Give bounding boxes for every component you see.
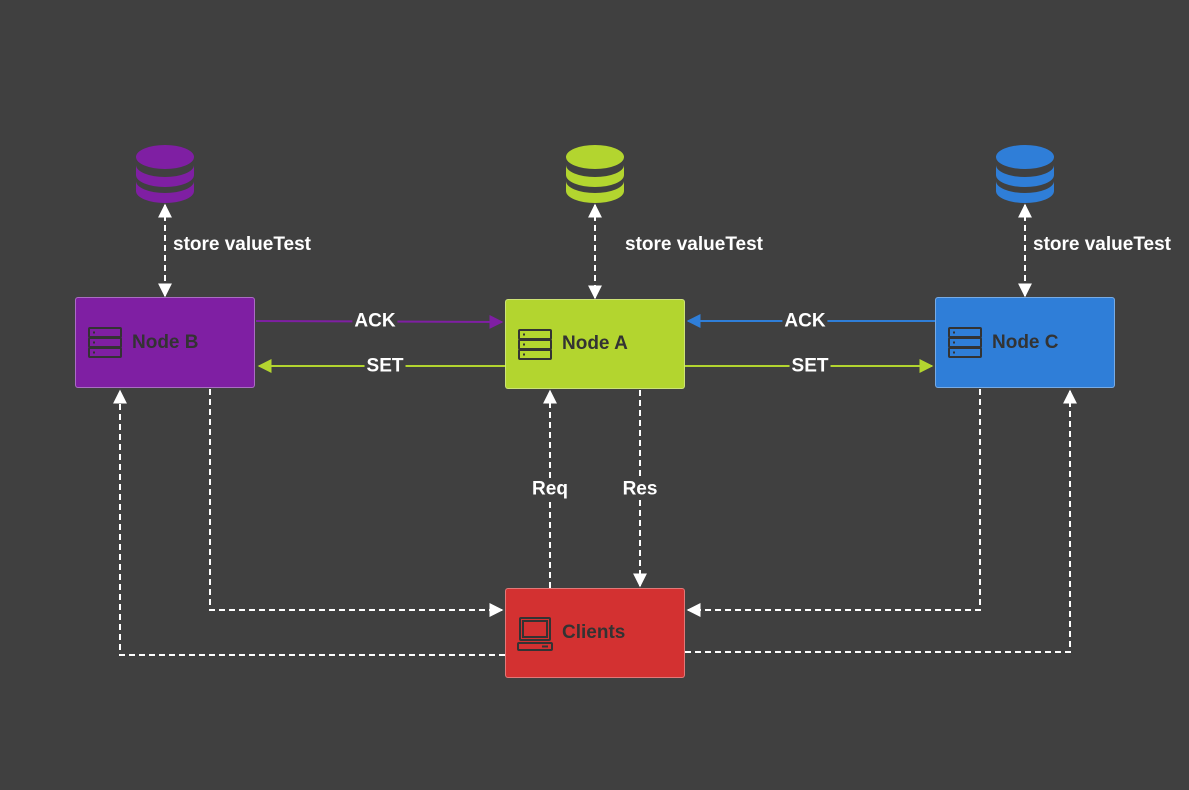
database-icon [136,145,194,203]
clients-label: Clients [562,622,626,643]
node-b[interactable]: Node B [75,297,255,388]
set-a-to-c-label: SET [789,355,831,377]
store-label-b: store valueTest [173,234,311,255]
ack-c-to-a-label: ACK [782,310,828,332]
store-label-a: store valueTest [625,234,763,255]
res-label: Res [620,478,660,500]
computer-icon [517,617,553,651]
node-c-label: Node C [992,331,1059,353]
set-a-to-b-label: SET [364,355,406,377]
node-b-label: Node B [132,331,199,353]
ack-b-to-a-label: ACK [352,310,398,332]
node-c[interactable]: Node C [935,297,1115,388]
server-icon [948,327,982,358]
clients-to-node-b-line [113,389,505,656]
database-icon [996,145,1054,203]
store-label-c: store valueTest [1033,234,1171,255]
node-a-label: Node A [562,333,628,354]
node-c-to-clients-line [686,389,981,617]
server-icon [88,327,122,358]
node-b-to-clients-line [209,389,504,617]
req-label: Req [530,478,570,500]
clients-to-node-c-line [685,389,1077,653]
clients-node[interactable]: Clients [505,588,685,678]
server-icon [518,329,552,360]
node-a[interactable]: Node A [505,299,685,389]
database-icon [566,145,624,203]
